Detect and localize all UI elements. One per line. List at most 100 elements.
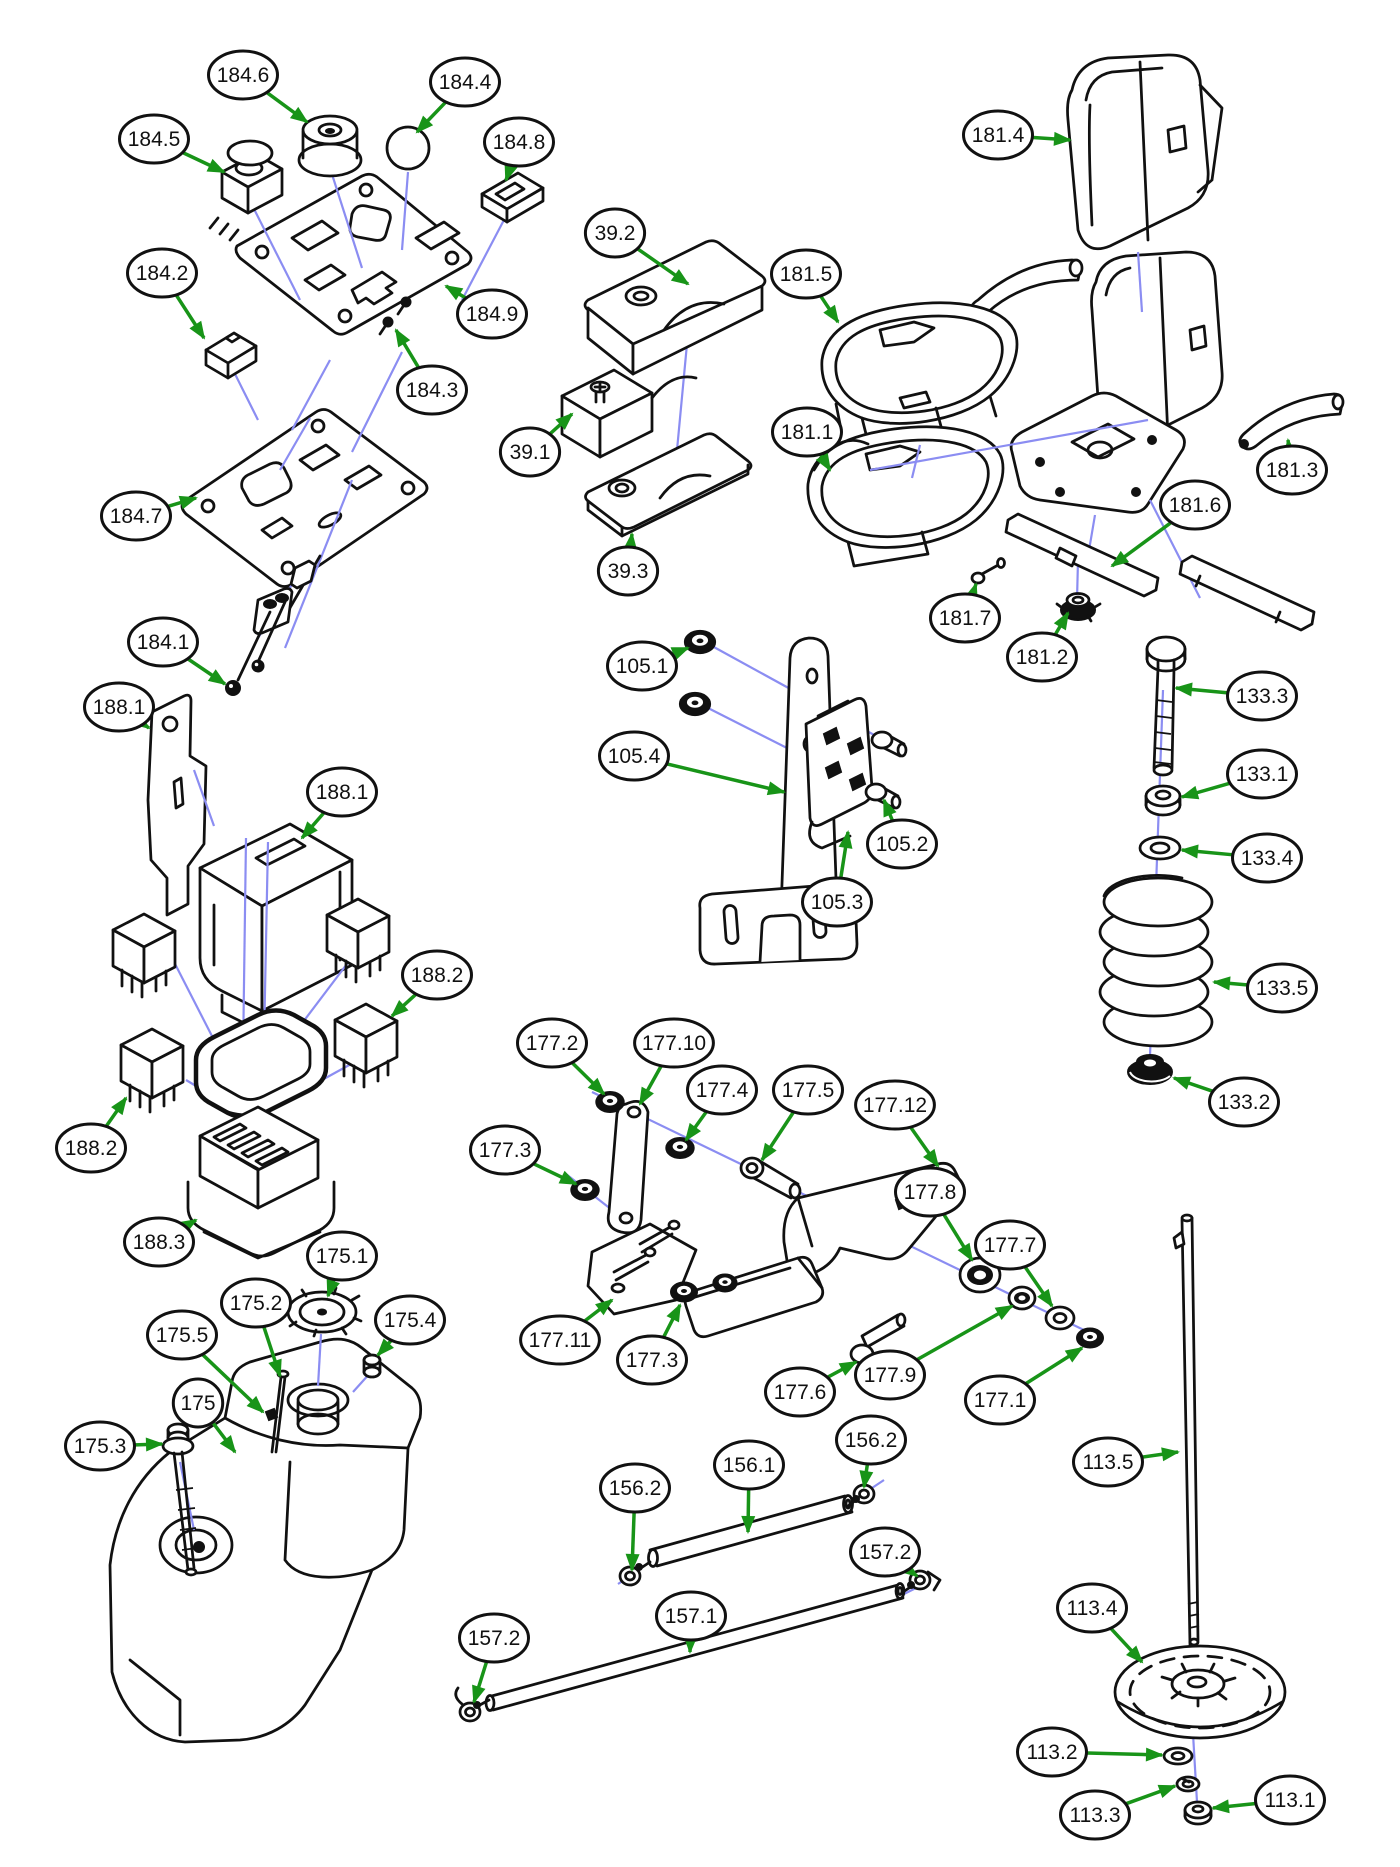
callout-bubble <box>633 1017 715 1069</box>
lower-panel-plate <box>180 408 429 588</box>
leader-arrow <box>1110 521 1172 568</box>
clamp-top-bar-part <box>583 239 767 376</box>
callout-label: 181.2 <box>1016 646 1069 669</box>
callout-label: 39.3 <box>608 560 649 583</box>
callout-188.2: 188.2 <box>390 949 473 1018</box>
callout-177.8: 177.8 <box>894 1166 974 1262</box>
callout-label: 133.4 <box>1241 847 1294 870</box>
callout-bubble <box>1159 479 1231 531</box>
callout-156.1: 156.1 <box>713 1439 785 1534</box>
assembly-105-bracket <box>678 629 908 966</box>
leader-arrow <box>376 1338 394 1357</box>
callout-bubble <box>498 426 562 478</box>
callout-105.1: 105.1 <box>606 640 690 692</box>
callout-label: 39.1 <box>510 441 551 464</box>
leader-arrow <box>211 1421 237 1454</box>
callout-label: 133.1 <box>1236 763 1289 786</box>
callout-177.3: 177.3 <box>616 1303 688 1386</box>
callout-bubble <box>596 545 660 597</box>
callout-label: 181.1 <box>781 421 834 444</box>
leader-arrow <box>909 1126 940 1168</box>
callout-label: 184.9 <box>466 303 519 326</box>
callout-label: 39.2 <box>595 222 636 245</box>
callout-bubble <box>458 1612 530 1664</box>
callout-bubble <box>772 1064 844 1116</box>
callout-bubble <box>1056 1582 1128 1634</box>
callout-bubble <box>207 49 279 101</box>
callout-bubble <box>456 288 528 340</box>
assembly-188-fuse-relay-box <box>111 693 399 1260</box>
callout-175.1: 175.1 <box>306 1230 378 1298</box>
long-shaft-part <box>1172 1213 1200 1647</box>
relay-3-part <box>119 1027 185 1114</box>
leader-arrow <box>131 713 151 730</box>
clamp-mid-block-part <box>560 368 698 459</box>
callout-label: 113.2 <box>1027 1741 1078 1764</box>
leader-arrow <box>1212 976 1247 991</box>
callout-bubble <box>974 1219 1046 1271</box>
leader-arrow <box>178 1218 198 1235</box>
callout-bubble <box>835 1414 907 1466</box>
rocker-switch-part <box>480 171 545 224</box>
bearing-bushing-part <box>958 1256 1002 1294</box>
hex-bolt-part <box>1145 635 1187 777</box>
callout-bubble <box>519 1314 601 1366</box>
lower-panel-holes <box>200 418 416 576</box>
callout-bubble <box>598 730 670 782</box>
callout-157.1: 157.1 <box>655 1590 727 1654</box>
callout-label: 175.2 <box>230 1292 283 1315</box>
callout-label: 181.7 <box>939 607 992 630</box>
callout-bubble <box>306 1230 378 1282</box>
leader-arrow <box>684 1111 708 1142</box>
leader-arrow <box>1211 1799 1256 1814</box>
leader-arrow <box>262 1326 282 1378</box>
callout-188.1: 188.1 <box>300 766 378 840</box>
callout-177.12: 177.12 <box>854 1079 940 1168</box>
callout-label: 177.6 <box>774 1381 827 1404</box>
flange-nut-part <box>678 691 712 717</box>
callout-bubble <box>583 207 647 259</box>
leader-arrow <box>187 657 227 686</box>
callout-188.3: 188.3 <box>123 1216 198 1268</box>
callout-label: 188.1 <box>93 696 146 719</box>
leader-arrow <box>637 247 690 286</box>
callout-label: 184.5 <box>128 128 181 151</box>
callout-label: 188.3 <box>133 1231 186 1254</box>
callout-bubble <box>801 876 873 928</box>
leader-arrow <box>1142 1447 1180 1462</box>
seat-knob-part <box>1055 592 1102 623</box>
callout-label: 133.5 <box>1256 977 1309 1000</box>
callout-bubble <box>894 1166 966 1218</box>
callout-label: 184.8 <box>493 131 546 154</box>
callout-105.4: 105.4 <box>598 730 786 796</box>
callout-184.2: 184.2 <box>126 247 206 340</box>
leader-arrow <box>859 1464 874 1489</box>
small-bushing-part <box>1007 1285 1037 1311</box>
washer-part <box>1044 1305 1076 1331</box>
flange-nut-part <box>683 629 717 655</box>
flat-washer-part <box>1138 835 1182 861</box>
leader-arrow <box>472 1661 489 1704</box>
leader-arrow <box>819 295 840 324</box>
leader-arrow <box>300 812 325 840</box>
leader-arrow <box>504 162 518 182</box>
callout-177.3: 177.3 <box>469 1124 578 1186</box>
leader-arrow <box>838 830 853 878</box>
callout-156.2: 156.2 <box>599 1462 671 1572</box>
leader-arrow <box>168 495 198 510</box>
callout-113.2: 113.2 <box>1016 1726 1164 1778</box>
callout-181.1: 181.1 <box>771 406 843 472</box>
callout-label: 105.2 <box>876 833 929 856</box>
callout-39.2: 39.2 <box>583 207 690 286</box>
callout-156.2: 156.2 <box>835 1414 907 1489</box>
lever-linkage-part <box>225 554 322 696</box>
leader-arrow <box>390 993 417 1018</box>
callout-bubble <box>606 640 678 692</box>
callout-label: 177.10 <box>642 1032 706 1055</box>
callout-label: 188.2 <box>65 1137 118 1160</box>
plug-circle-part <box>385 125 431 171</box>
leader-arrow <box>1180 781 1230 800</box>
callout-label: 188.1 <box>316 781 369 804</box>
callout-label: 188.2 <box>411 964 464 987</box>
